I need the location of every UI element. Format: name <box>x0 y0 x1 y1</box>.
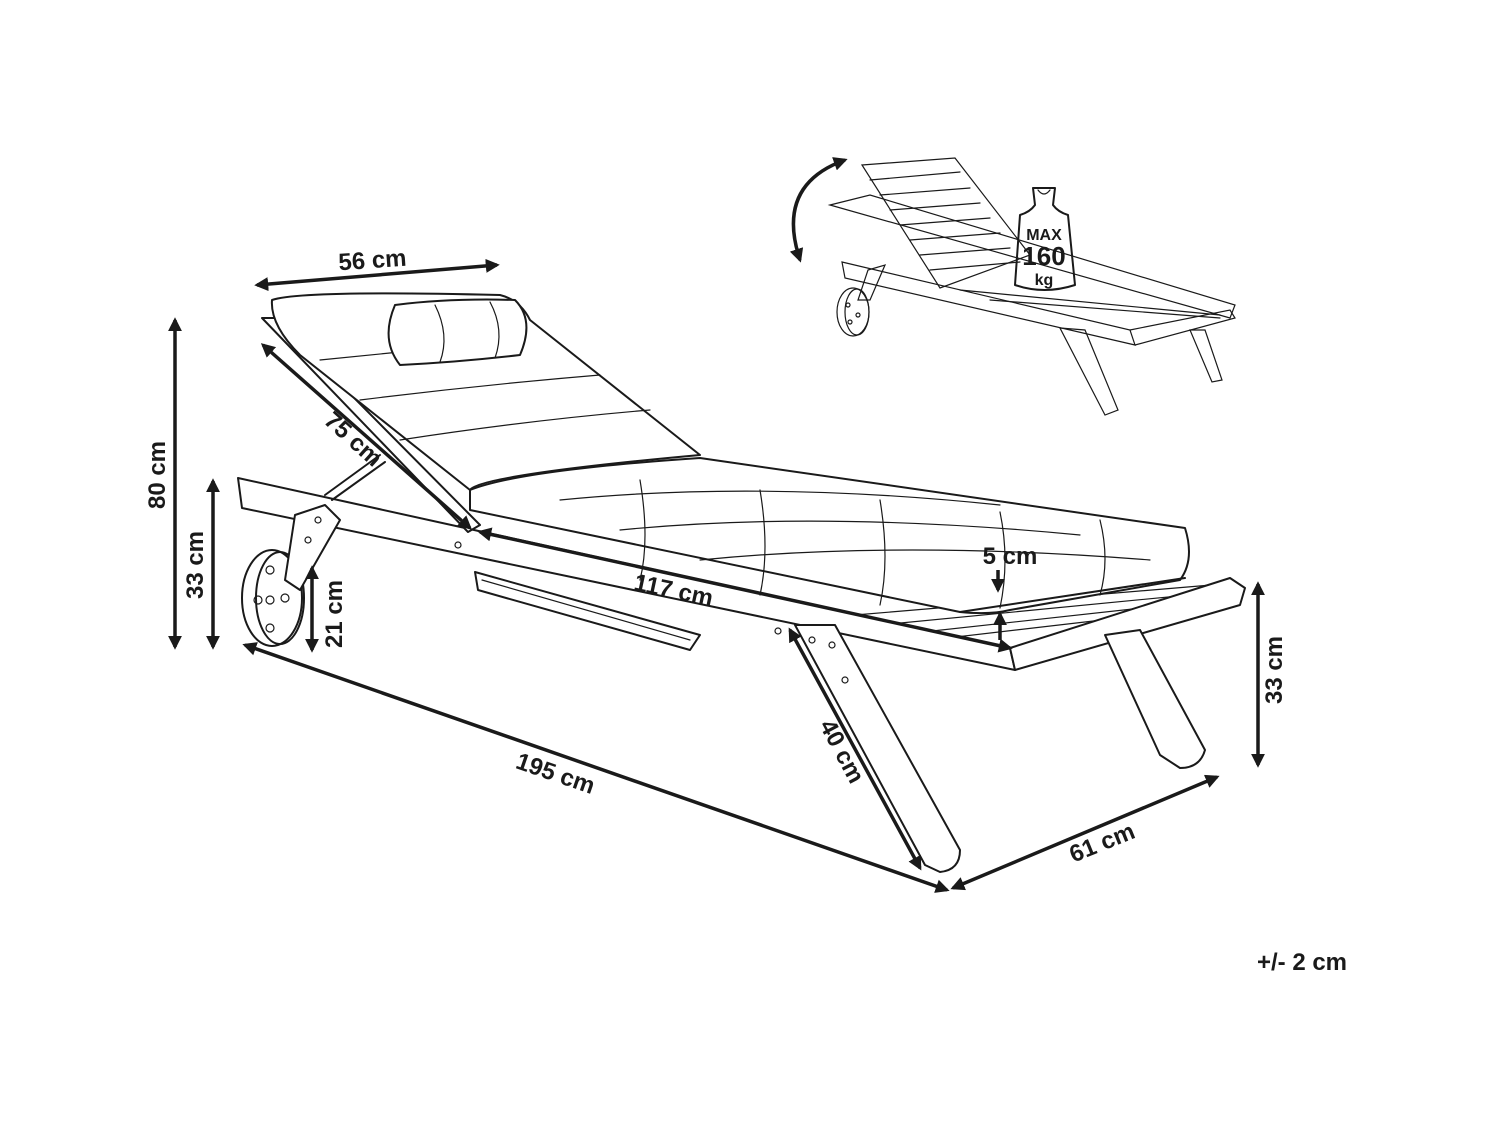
load-max-label: MAX <box>1026 227 1062 244</box>
frame-height-label: 33 cm <box>182 531 209 599</box>
width-top-label: 56 cm <box>338 245 408 277</box>
reclining-lounger-inset <box>827 157 1236 416</box>
rear-height-label: 33 cm <box>1261 636 1288 704</box>
wheel-height-label: 21 cm <box>321 580 348 648</box>
load-unit-label: kg <box>1035 272 1054 289</box>
dimension-arrows <box>168 258 1265 893</box>
recline-arrow-icon <box>789 157 848 263</box>
max-load-weight-icon: MAX 160 kg <box>1014 187 1076 291</box>
total-height-label: 80 cm <box>144 441 171 509</box>
total-length-label: 195 cm <box>513 748 599 800</box>
cushion-thickness-label: 5 cm <box>983 543 1038 570</box>
load-value-label: 160 <box>1022 241 1065 271</box>
sun-lounger-illustration <box>237 292 1246 873</box>
tolerance-note: +/- 2 cm <box>1257 949 1347 976</box>
